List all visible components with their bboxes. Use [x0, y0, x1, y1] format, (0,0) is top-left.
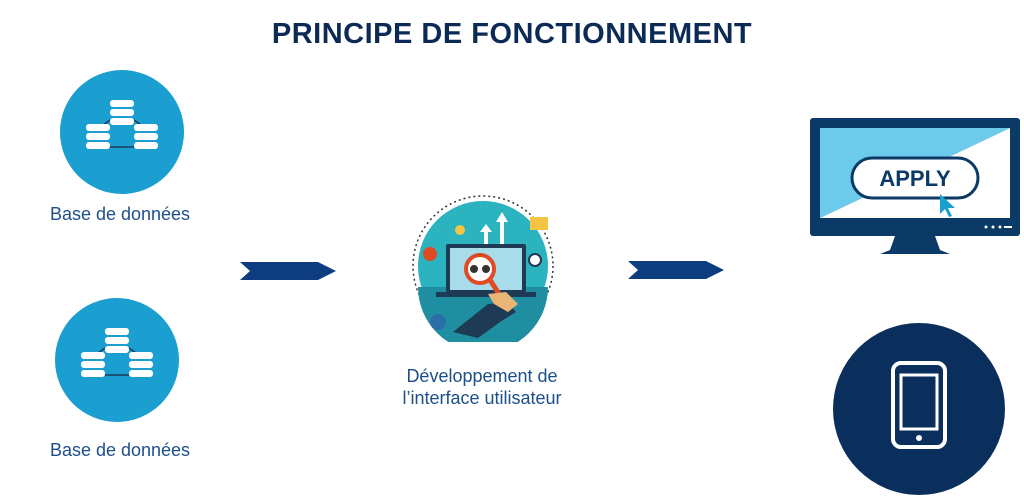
- dev-label: Développement de l’interface utilisateur: [372, 365, 592, 409]
- ui-development-illustration: [412, 195, 554, 342]
- apply-button-label: APPLY: [879, 166, 951, 191]
- dev-label-line1: Développement de: [406, 366, 558, 386]
- page-title: PRINCIPE DE FONCTIONNEMENT: [271, 18, 753, 50]
- monitor-icon: APPLY: [810, 118, 1020, 254]
- arrow-right-icon: [240, 262, 336, 280]
- database-label-1: Base de données: [49, 204, 191, 224]
- dev-label-line2: l’interface utilisateur: [402, 388, 562, 408]
- database-label-2: Base de données: [49, 440, 191, 460]
- smartphone-icon: [833, 323, 1005, 495]
- arrow-right-icon: [628, 261, 724, 279]
- database-icon: [55, 298, 179, 422]
- database-icon: [60, 70, 184, 194]
